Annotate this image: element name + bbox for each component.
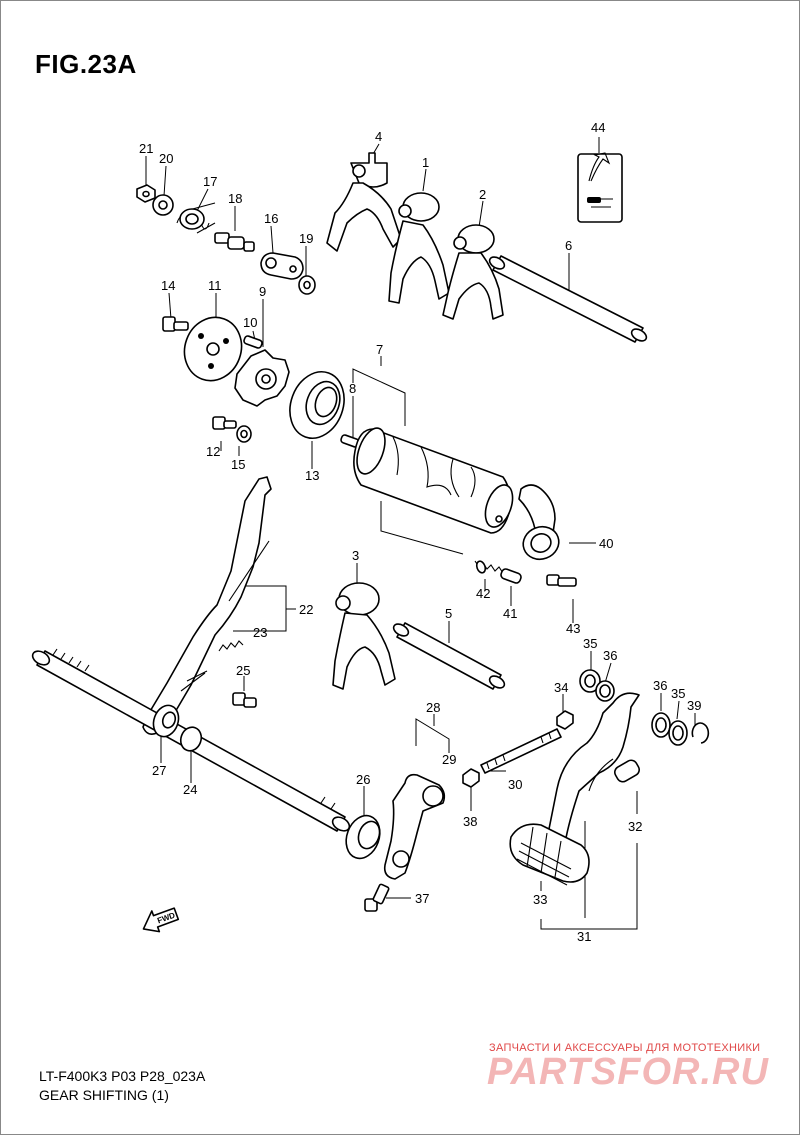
part-3-shift-fork [332,582,396,690]
label-36-upper: 36 [603,648,617,663]
footer-diagram-name: GEAR SHIFTING (1) [39,1087,169,1103]
label-3: 3 [352,548,359,563]
label-20: 20 [159,151,173,166]
part-16-lever-plate [260,252,304,280]
label-22: 22 [299,602,313,617]
part-2-shift-fork [442,224,504,320]
part-24-shift-shaft [31,648,351,832]
label-6: 6 [565,238,572,253]
part-number-labels: 21 20 17 18 16 19 4 1 2 6 44 14 11 9 10 … [139,120,701,944]
part-31-shift-pedal [547,692,640,850]
label-34: 34 [554,680,568,695]
label-23: 23 [253,625,267,640]
part-39-circlip [691,722,710,744]
label-13: 13 [305,468,319,483]
label-39: 39 [687,698,701,713]
part-43-bolt [546,574,577,587]
part-41-pin [500,568,522,584]
label-10: 10 [243,315,257,330]
label-16: 16 [264,211,278,226]
label-35-lower: 35 [671,686,685,701]
label-19: 19 [299,231,313,246]
part-1-shift-fork [388,192,450,304]
part-17-spring [176,202,216,234]
part-19-washer [298,275,316,295]
part-26-oil-seal [345,814,381,860]
part-30-tie-rod [480,728,562,774]
label-12: 12 [206,444,220,459]
label-35-upper: 35 [583,636,597,651]
label-15: 15 [231,457,245,472]
watermark-tagline: ЗАПЧАСТИ И АКСЕССУАРЫ ДЛЯ МОТОТЕХНИКИ [489,1042,761,1054]
part-34-nut [556,710,574,730]
part-32-bolt [614,759,640,783]
fwd-direction-arrow: FWD [142,907,180,933]
label-36-lower: 36 [653,678,667,693]
part-37-bolt [364,883,390,912]
part-25-bolt [232,692,257,708]
part-12-bolt [212,416,237,430]
part-44-label-plate [577,152,623,223]
label-14: 14 [161,278,175,293]
label-33: 33 [533,892,547,907]
label-9: 9 [259,284,266,299]
label-11: 11 [208,278,222,293]
part-13-bearing [289,371,345,439]
part-20-washer [152,194,174,216]
part-9-cam-driven-gear [234,349,290,407]
part-33-pedal-rubber [509,823,590,886]
label-29: 29 [442,752,456,767]
part-22-shift-shaft-arm [142,476,272,735]
part-23-spring [218,640,244,652]
watermark-logo: PARTSFOR.RU [487,1051,769,1093]
label-44: 44 [591,120,605,135]
label-24: 24 [183,782,197,797]
label-42: 42 [476,586,490,601]
figure-title: FIG.23A [35,49,137,79]
part-18-bolt [214,232,255,252]
part-10-pin [243,335,263,349]
label-32: 32 [628,819,642,834]
label-17: 17 [203,174,217,189]
label-26: 26 [356,772,370,787]
label-40: 40 [599,536,613,551]
part-36a-oring [595,680,615,702]
part-42-spring [474,560,506,574]
label-25: 25 [236,663,250,678]
part-6-shaft [488,255,648,343]
part-4-shift-fork [326,152,402,252]
label-2: 2 [479,187,486,202]
label-38: 38 [463,814,477,829]
part-29-gearshift-arm [383,773,446,880]
part-40-stopper-lever [518,484,560,561]
part-11-stopper-plate [183,316,243,382]
label-5: 5 [445,606,452,621]
label-18: 18 [228,191,242,206]
part-14-bolt [162,316,189,332]
part-27-washer [152,704,180,738]
label-1: 1 [422,155,429,170]
label-21: 21 [139,141,153,156]
part-35a-washer [579,669,601,693]
part-7-gearshift-cam [353,427,514,534]
part-5-shaft [392,622,506,690]
footer-diagram-code: LT-F400K3 P03 P28_023A [39,1068,206,1084]
label-43: 43 [566,621,580,636]
label-8: 8 [349,381,356,396]
label-41: 41 [503,606,517,621]
label-4: 4 [375,129,382,144]
part-15-washer [236,425,252,443]
label-7: 7 [376,342,383,357]
label-37: 37 [415,891,429,906]
label-28: 28 [426,700,440,715]
part-21-nut [136,184,156,203]
label-27: 27 [152,763,166,778]
label-30: 30 [508,777,522,792]
part-36b-oring [651,712,671,738]
part-35b-washer [668,720,688,746]
part-38-nut [462,768,480,788]
label-31: 31 [577,929,591,944]
